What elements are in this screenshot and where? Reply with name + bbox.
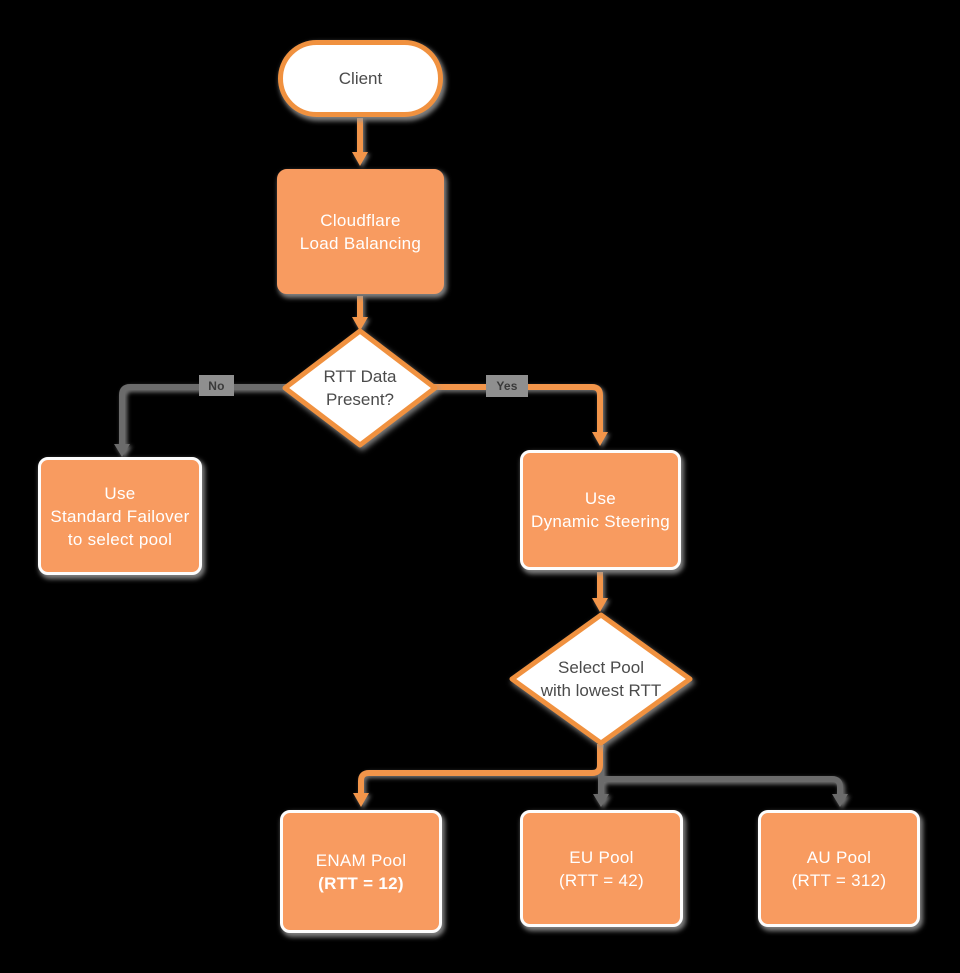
pool-decision-text: Select Pool with lowest RTT — [509, 612, 693, 746]
client-label: Client — [338, 68, 383, 88]
arrowhead-lb — [352, 152, 368, 166]
edge-label-no: No — [199, 375, 234, 396]
node-enam-pool: ENAM Pool (RTT = 12) — [280, 810, 442, 933]
node-pool-decision: Select Pool with lowest RTT — [509, 612, 693, 746]
load-balancing-line1: Cloudflare — [320, 210, 401, 230]
arrowhead-eu-pool — [593, 794, 609, 807]
edge-label-no-text: No — [208, 378, 225, 393]
arrowhead-rtt-decision — [352, 317, 368, 331]
node-eu-pool: EU Pool (RTT = 42) — [520, 810, 683, 927]
enam-pool-line2: (RTT = 12) — [318, 873, 404, 893]
edge-to-au-pool — [601, 776, 843, 795]
rtt-decision-line1: RTT Data — [323, 367, 397, 386]
edge-to-enam-pool — [358, 744, 603, 794]
arrowhead-dynamic-steering — [592, 432, 608, 446]
edge-label-yes-text: Yes — [496, 379, 518, 393]
arrowhead-pool-decision — [592, 598, 608, 612]
au-pool-line1: AU Pool — [806, 847, 872, 867]
enam-pool-line1: ENAM Pool — [315, 850, 407, 870]
rtt-decision-text: RTT Data Present? — [282, 328, 438, 448]
node-load-balancing: Cloudflare Load Balancing — [277, 169, 444, 294]
rtt-decision-line2: Present? — [325, 390, 395, 409]
node-standard-failover: Use Standard Failover to select pool — [38, 457, 202, 575]
arrowhead-standard-failover — [114, 444, 130, 457]
dynamic-steering-line2: Dynamic Steering — [531, 512, 670, 531]
dynamic-steering-line1: Use — [584, 489, 617, 508]
standard-failover-line3: to select pool — [67, 529, 173, 549]
node-au-pool: AU Pool (RTT = 312) — [758, 810, 920, 927]
edge-yes-branch — [428, 384, 603, 433]
edge-label-yes: Yes — [486, 375, 528, 397]
au-pool-line2: (RTT = 312) — [791, 870, 887, 890]
eu-pool-line2: (RTT = 42) — [558, 870, 645, 890]
standard-failover-line2: Standard Failover — [50, 506, 190, 526]
node-dynamic-steering: Use Dynamic Steering — [520, 450, 681, 570]
standard-failover-line1: Use — [104, 483, 136, 503]
arrowhead-au-pool — [832, 794, 848, 807]
edge-no-branch — [119, 384, 292, 445]
eu-pool-line1: EU Pool — [569, 847, 634, 867]
pool-decision-line2: with lowest RTT — [540, 681, 662, 700]
node-rtt-decision: RTT Data Present? — [282, 328, 438, 448]
decision-diamond-shape — [509, 612, 693, 746]
arrowhead-enam-pool — [353, 793, 369, 807]
decision-diamond-shape — [282, 328, 438, 448]
load-balancing-line2: Load Balancing — [299, 233, 422, 253]
node-client: Client — [278, 40, 443, 117]
pool-decision-line1: Select Pool — [558, 658, 644, 677]
